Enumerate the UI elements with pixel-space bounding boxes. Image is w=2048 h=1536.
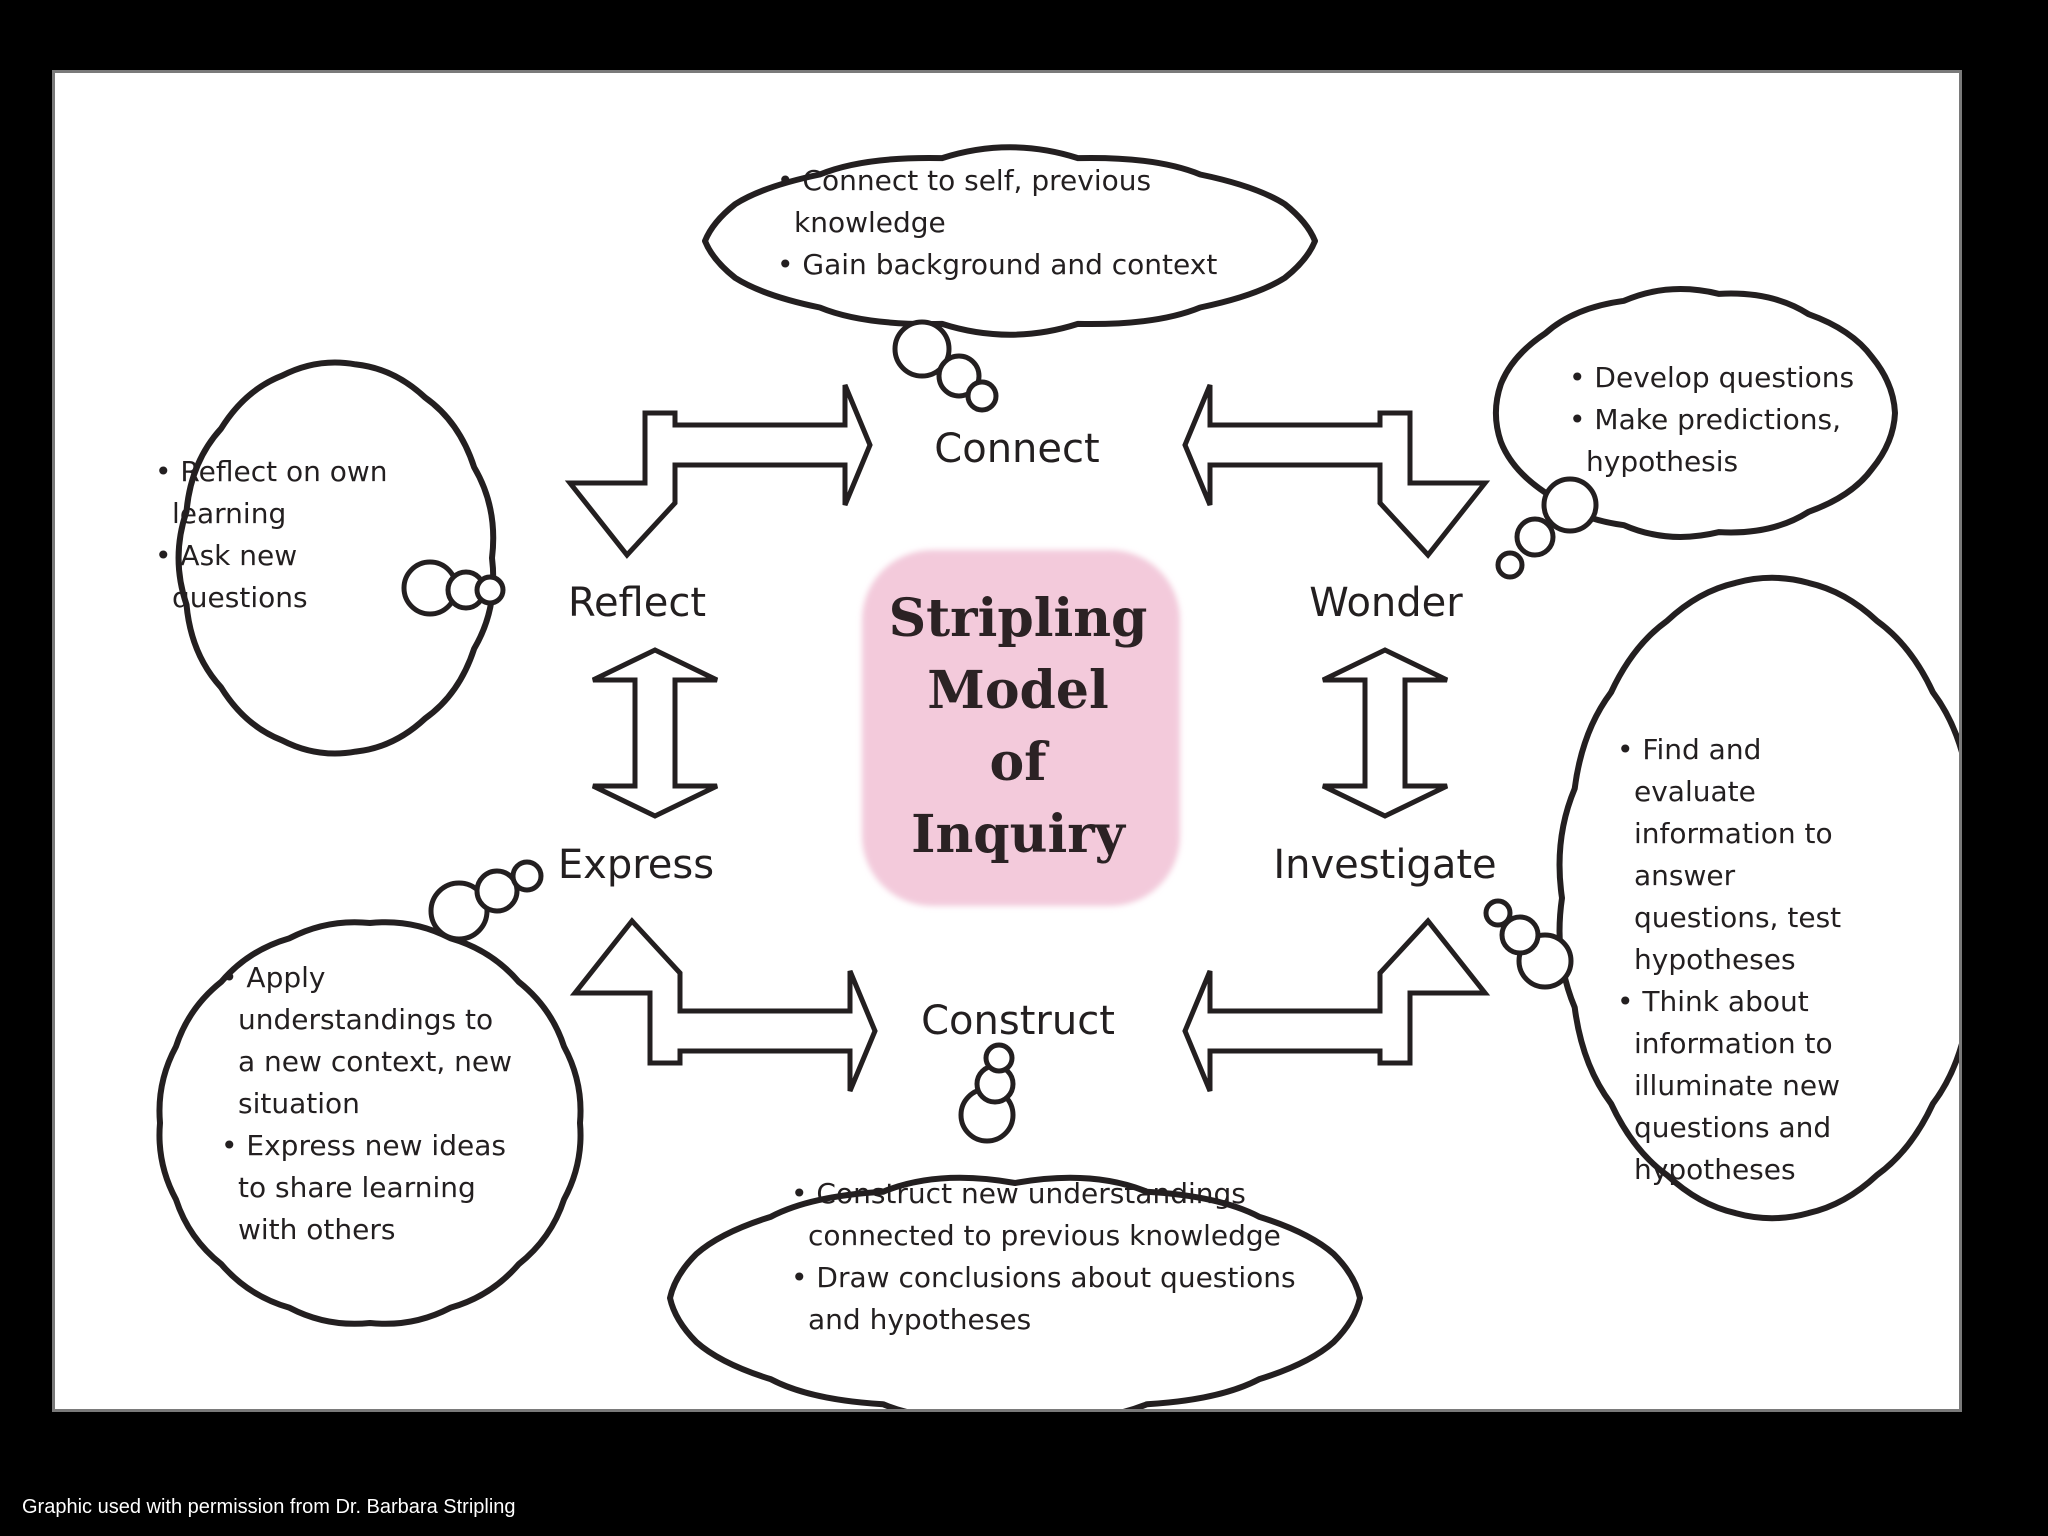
- bubble-express-line-1: • Apply: [221, 961, 325, 994]
- bubble-wonder-line-2: • Make predictions,: [1569, 403, 1841, 436]
- title-line-3: of: [989, 732, 1050, 793]
- bubble-investigate-line-3: information to: [1634, 817, 1833, 850]
- bubble-connect-outline: [702, 144, 1318, 338]
- title-line-4: Inquiry: [911, 804, 1126, 865]
- bubble-connect-trail-1: [892, 319, 952, 379]
- bubble-express-line-5: • Express new ideas: [221, 1129, 506, 1162]
- bubble-construct-outline: [667, 1174, 1363, 1409]
- stage-express: Express: [558, 842, 714, 888]
- caption: Graphic used with permission from Dr. Ba…: [22, 1496, 516, 1518]
- title-line-1: Stripling: [889, 588, 1148, 649]
- bubble-investigate-line-11: hypotheses: [1634, 1153, 1796, 1186]
- arrow-investigate-construct: [1182, 917, 1491, 1092]
- arrows-layer: [564, 384, 1491, 1092]
- bubble-wonder-trail-1: [1541, 476, 1599, 534]
- bubble-express-trail-2: [474, 868, 520, 914]
- bubble-investigate-line-10: questions and: [1634, 1111, 1831, 1144]
- arrow-reflect-connect: [564, 384, 873, 559]
- bubble-investigate: • Find and evaluate information to answer qu…: [1483, 574, 1959, 1222]
- bubble-express-trail-3: [510, 859, 544, 893]
- bubble-construct-line-1: • Construct new understandings: [791, 1177, 1246, 1210]
- bubble-express-line-3: a new context, new: [238, 1045, 512, 1078]
- bubble-wonder-line-3: hypothesis: [1586, 445, 1738, 478]
- bubble-investigate-line-4: answer: [1634, 859, 1736, 892]
- bubble-wonder-line-1: • Develop questions: [1569, 361, 1854, 394]
- bubble-construct-line-4: and hypotheses: [808, 1303, 1031, 1336]
- bubble-investigate-line-2: evaluate: [1634, 775, 1756, 808]
- bubble-reflect-line-4: questions: [172, 581, 308, 614]
- bubble-connect-line-1: • Connect to self, previous: [777, 164, 1151, 197]
- bubble-reflect-line-3: • Ask new: [155, 539, 297, 572]
- bubble-express-line-6: to share learning: [238, 1171, 476, 1204]
- stage-connect: Connect: [934, 426, 1099, 472]
- bubble-investigate-line-1: • Find and: [1617, 733, 1761, 766]
- stage-wonder: Wonder: [1309, 580, 1463, 626]
- bubble-reflect-line-2: learning: [172, 497, 286, 530]
- bubble-wonder: • Develop questions • Make predictions, hy…: [1492, 286, 1898, 580]
- diagram-title: Stripling Model of Inquiry: [889, 588, 1148, 865]
- bubbles-layer: • Connect to self, previous knowledge • Ga…: [155, 144, 1959, 1409]
- title-box: [862, 550, 1180, 906]
- bubble-connect-line-2: knowledge: [794, 206, 946, 239]
- stage-reflect: Reflect: [568, 580, 706, 626]
- bubble-reflect: • Reflect on own learning • Ask new questio…: [155, 359, 506, 757]
- bubble-construct-line-3: • Draw conclusions about questions: [791, 1261, 1296, 1294]
- diagram-panel: Stripling Model of Inquiry Connect Wonde…: [52, 70, 1962, 1412]
- bubble-connect-trail-3: [965, 379, 999, 413]
- stage-construct: Construct: [921, 998, 1115, 1044]
- bubble-connect-line-3: • Gain background and context: [777, 248, 1217, 281]
- bubble-express: • Apply understandings to a new context, n…: [156, 859, 584, 1327]
- bubble-investigate-line-7: • Think about: [1617, 985, 1809, 1018]
- bubble-reflect-trail-3: [474, 574, 506, 606]
- bubble-express-line-2: understandings to: [238, 1003, 493, 1036]
- bubble-express-line-7: with others: [238, 1213, 396, 1246]
- bubble-construct-trail-3: [983, 1042, 1015, 1074]
- bubble-investigate-line-6: hypotheses: [1634, 943, 1796, 976]
- bubble-investigate-line-9: illuminate new: [1634, 1069, 1840, 1102]
- bubble-express-line-4: situation: [238, 1087, 360, 1120]
- bubble-reflect-outline: [175, 359, 497, 757]
- arrow-reflect-express: [591, 647, 719, 819]
- bubble-express-outline: [156, 919, 584, 1327]
- arrow-express-construct: [569, 917, 878, 1092]
- arrow-wonder-connect: [1182, 384, 1491, 559]
- bubble-wonder-trail-3: [1495, 550, 1525, 580]
- title-line-2: Model: [927, 660, 1108, 721]
- bubble-connect: • Connect to self, previous knowledge • Ga…: [702, 144, 1318, 413]
- bubble-construct: • Construct new understandings connected …: [667, 1042, 1363, 1409]
- bubble-investigate-outline: [1556, 574, 1959, 1222]
- bubble-wonder-trail-2: [1514, 516, 1556, 558]
- bubble-investigate-line-5: questions, test: [1634, 901, 1841, 934]
- stage-investigate: Investigate: [1273, 842, 1496, 888]
- bubble-construct-line-2: connected to previous knowledge: [808, 1219, 1281, 1252]
- bubble-investigate-trail-2: [1499, 914, 1541, 956]
- bubble-reflect-line-1: • Reflect on own: [155, 455, 388, 488]
- arrow-wonder-investigate: [1321, 647, 1449, 819]
- stripling-model-diagram: Stripling Model of Inquiry Connect Wonde…: [155, 144, 1959, 1409]
- bubble-wonder-outline: [1492, 286, 1898, 540]
- bubble-investigate-trail-3: [1483, 898, 1513, 928]
- bubble-investigate-line-8: information to: [1634, 1027, 1833, 1060]
